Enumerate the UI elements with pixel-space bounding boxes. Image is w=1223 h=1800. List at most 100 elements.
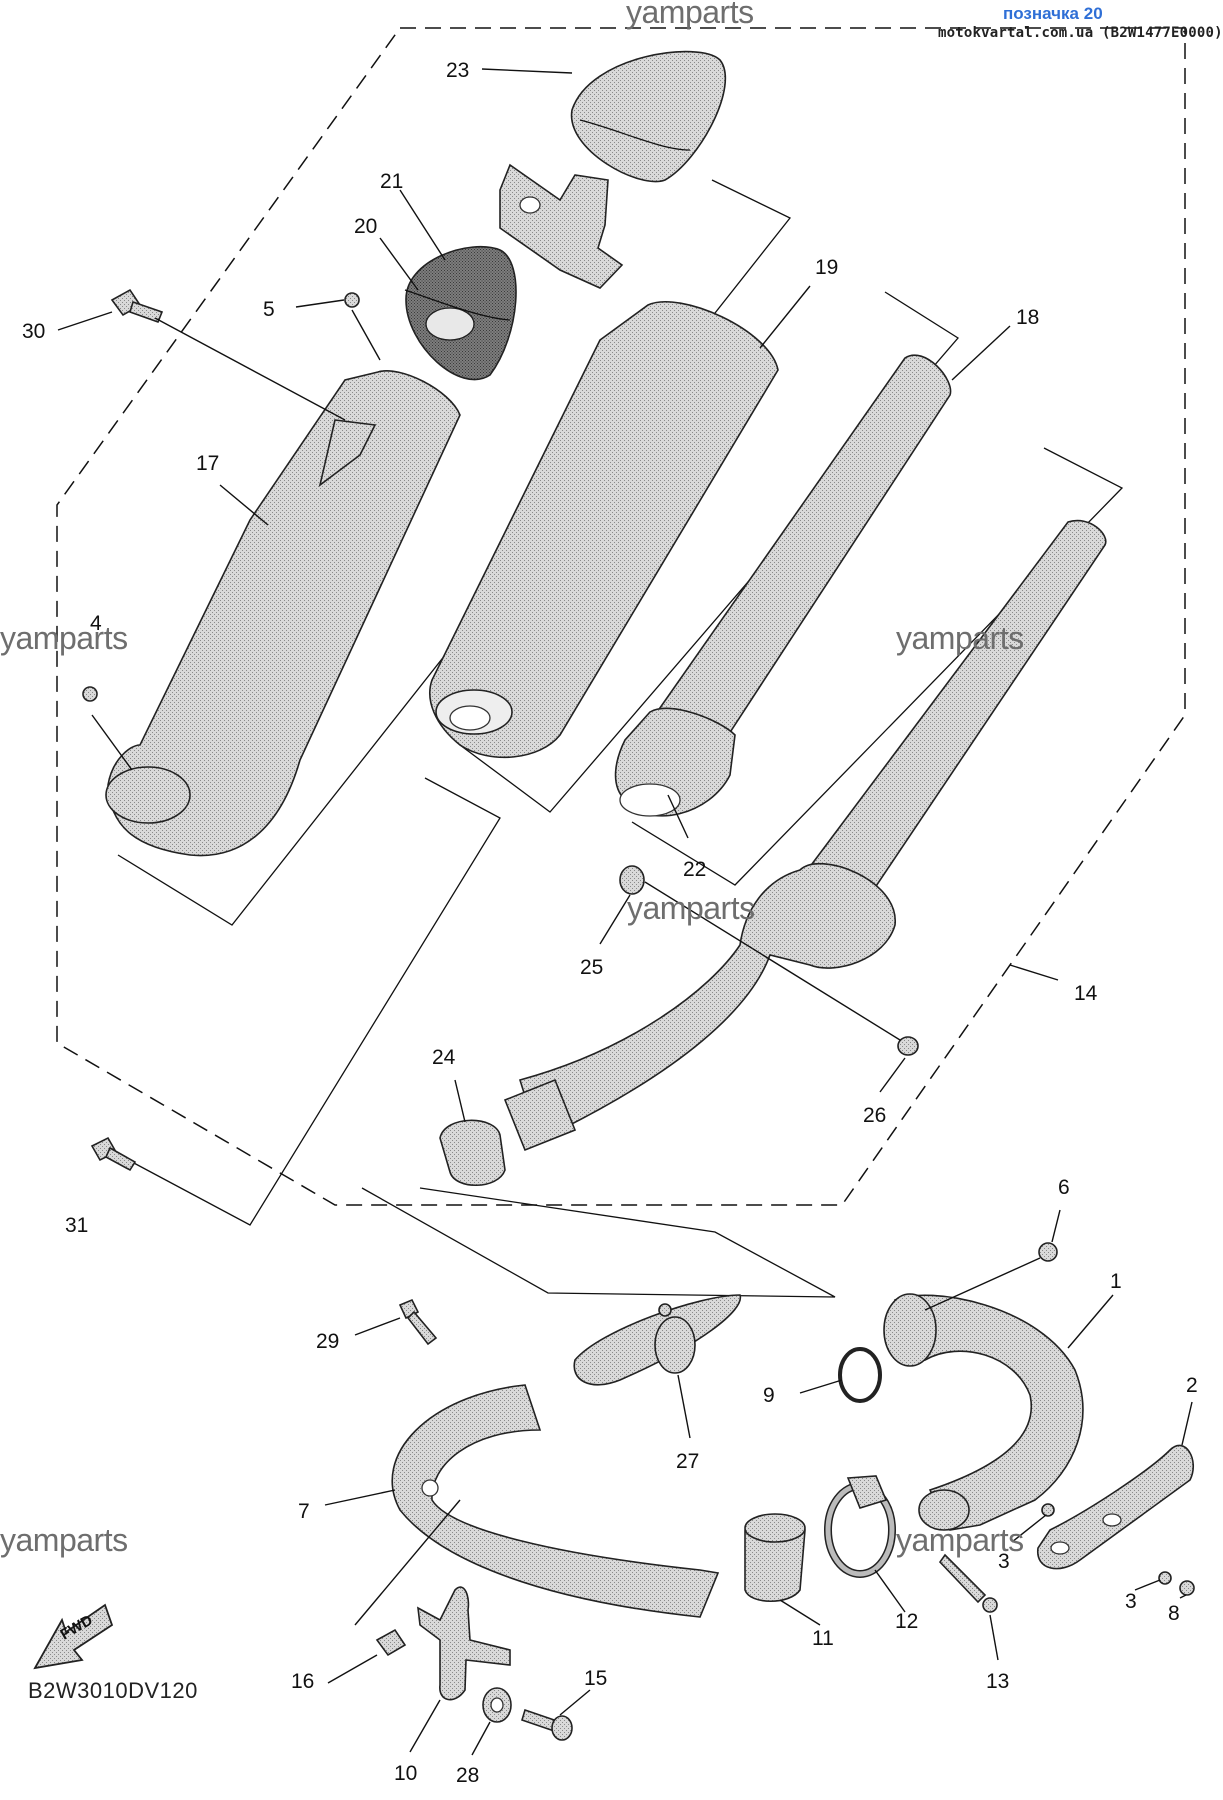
part-label-30: 30 bbox=[22, 320, 45, 343]
leader-29 bbox=[354, 1317, 401, 1336]
watermark: yamparts bbox=[0, 620, 128, 656]
watermark: yamparts bbox=[626, 0, 754, 30]
part-label-17: 5 bbox=[263, 298, 275, 321]
leader-11 bbox=[409, 1699, 441, 1753]
part-label-18: 17 bbox=[196, 452, 219, 475]
leader-21 bbox=[379, 237, 419, 291]
part-label-11: 10 bbox=[394, 1762, 417, 1785]
part-6-nut bbox=[1038, 1242, 1058, 1262]
part-24-end-cover bbox=[570, 50, 727, 183]
part-label-25: 24 bbox=[432, 1046, 456, 1069]
leader-5 bbox=[799, 1379, 843, 1394]
part-label-3a: 3 bbox=[998, 1550, 1010, 1573]
part-label-6: 6 bbox=[1058, 1176, 1070, 1199]
leader-22 bbox=[399, 189, 446, 261]
part-26-damper bbox=[619, 865, 645, 895]
part-16-rivet bbox=[82, 686, 98, 702]
leader-30b bbox=[154, 317, 346, 421]
watermark: yamparts bbox=[627, 890, 755, 926]
part-label-26: 25 bbox=[580, 956, 603, 979]
part-12-damper bbox=[482, 1687, 512, 1723]
leader-7b bbox=[354, 1499, 461, 1626]
leader-6 bbox=[1051, 1209, 1061, 1243]
part-label-9: 12 bbox=[895, 1610, 918, 1633]
part-label-27: 26 bbox=[863, 1104, 886, 1127]
leader-24 bbox=[481, 68, 573, 74]
part-label-22: 21 bbox=[380, 170, 403, 193]
group-bracket-25 bbox=[361, 1187, 836, 1298]
leader-26b bbox=[644, 881, 901, 1041]
part-label-5: 9 bbox=[763, 1384, 775, 1407]
part-29-bolt bbox=[398, 1298, 438, 1346]
leader-10 bbox=[989, 1614, 999, 1661]
part-label-13: 15 bbox=[584, 1667, 607, 1690]
leader-7 bbox=[324, 1489, 396, 1506]
header-source: motokvartal.com.ua (B2W1477E0000) bbox=[938, 25, 1223, 41]
part-20-silencer-body bbox=[429, 300, 779, 759]
part-label-7: 7 bbox=[298, 1500, 310, 1523]
leader-20 bbox=[759, 285, 811, 349]
part-label-23: 22 bbox=[683, 858, 706, 881]
leader-27 bbox=[879, 1057, 906, 1093]
part-18-muffler-cover bbox=[105, 370, 461, 857]
part-label-10: 13 bbox=[986, 1670, 1009, 1693]
leader-30 bbox=[57, 311, 113, 331]
leader-6b bbox=[924, 1257, 1041, 1311]
part-label-31: 31 bbox=[65, 1214, 88, 1237]
part-21-end-cap bbox=[404, 245, 517, 381]
watermark: yamparts bbox=[0, 1522, 128, 1558]
part-10-bolt bbox=[938, 1553, 998, 1613]
part-label-16: 4 bbox=[90, 612, 102, 635]
leader-17b bbox=[351, 309, 381, 361]
inner-baffle-piece bbox=[499, 163, 624, 289]
leader-8 bbox=[779, 1599, 821, 1626]
group-bracket-19 bbox=[631, 447, 1124, 886]
leader-2 bbox=[1181, 1401, 1193, 1446]
leader-25 bbox=[454, 1079, 466, 1123]
part-label-19: 18 bbox=[1016, 306, 1039, 329]
part-11-bracket bbox=[417, 1586, 511, 1701]
leader-13 bbox=[559, 1689, 591, 1716]
part-1-exhaust-pipe-front bbox=[883, 1293, 1084, 1531]
part-label-3b: 3 bbox=[1125, 1590, 1137, 1613]
part-19-inner-pipe bbox=[614, 354, 952, 817]
part-3-collar-lower bbox=[1158, 1571, 1172, 1585]
leader-12 bbox=[471, 1721, 491, 1756]
part-label-14: 16 bbox=[291, 1670, 314, 1693]
part-label-2: 2 bbox=[1186, 1374, 1198, 1397]
leader-18 bbox=[219, 484, 269, 526]
part-9-band-clamp bbox=[824, 1475, 896, 1578]
part-27-bolt bbox=[897, 1036, 919, 1056]
part-30-bolt bbox=[110, 288, 164, 324]
leader-23 bbox=[667, 794, 689, 839]
leader-14 bbox=[327, 1654, 378, 1684]
watermark: yamparts bbox=[896, 1522, 1024, 1558]
leader-4 bbox=[1179, 1594, 1187, 1599]
part-14-bolt bbox=[375, 1628, 407, 1657]
part-3-collar-upper bbox=[1041, 1503, 1055, 1517]
leader-26 bbox=[599, 894, 631, 945]
leader-3a bbox=[1011, 1514, 1047, 1543]
fwd-arrow-icon: FWD bbox=[33, 1603, 114, 1670]
part-5-gasket bbox=[838, 1347, 882, 1403]
leader-16 bbox=[91, 714, 133, 771]
part-15-muffler-pipe bbox=[503, 519, 1107, 1152]
part-17-rivet bbox=[344, 292, 360, 308]
part-7-exhaust-pipe-rear bbox=[391, 1384, 720, 1618]
leader-19 bbox=[951, 325, 1011, 381]
part-4-bolt bbox=[1179, 1580, 1195, 1596]
part-31-bolt bbox=[90, 1136, 137, 1172]
part-label-8: 11 bbox=[812, 1627, 834, 1650]
part-label-15: 14 bbox=[1074, 982, 1098, 1005]
header-ref-label: позначка 20 bbox=[1003, 4, 1103, 23]
part-8-joint-pipe bbox=[744, 1513, 806, 1602]
part-25-joint-pipe bbox=[439, 1119, 506, 1187]
part-label-1: 1 bbox=[1110, 1270, 1122, 1293]
part-label-4: 8 bbox=[1168, 1602, 1180, 1625]
leader-17 bbox=[295, 299, 345, 308]
leader-3b bbox=[1134, 1579, 1161, 1591]
watermark: yamparts bbox=[896, 620, 1024, 656]
diagram-code: B2W3010DV120 bbox=[28, 1678, 198, 1703]
part-28-band-clamp bbox=[573, 1294, 742, 1386]
